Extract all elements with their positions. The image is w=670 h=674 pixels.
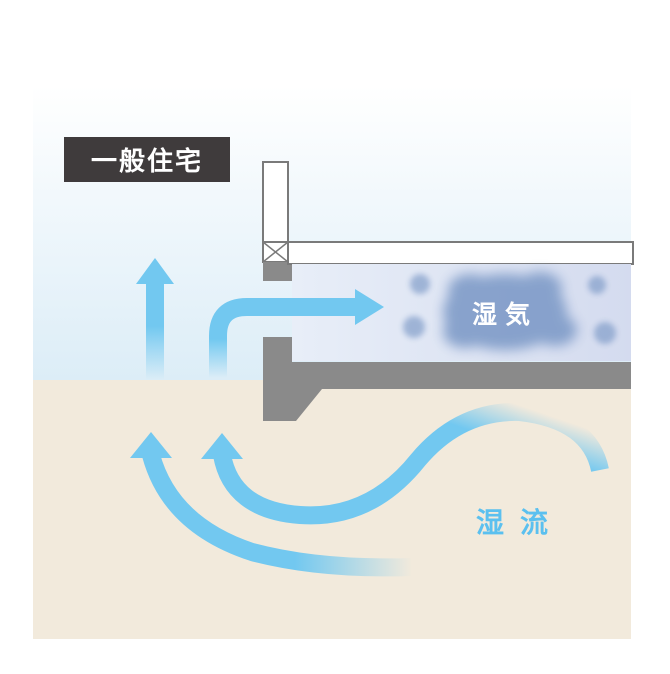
moisture-label: 湿気 — [472, 300, 538, 329]
concrete-foundation — [263, 337, 631, 421]
moisture-cloud-icon — [403, 272, 616, 350]
arrow-icon — [209, 289, 384, 378]
arrow-icon — [201, 402, 609, 525]
flow-label: 湿流 — [476, 506, 564, 539]
title-badge: 一般住宅 — [64, 137, 230, 182]
arrow-icon — [130, 432, 413, 577]
floor-slab — [287, 241, 634, 265]
arrow-icon — [136, 258, 174, 380]
title-label: 一般住宅 — [91, 146, 203, 177]
